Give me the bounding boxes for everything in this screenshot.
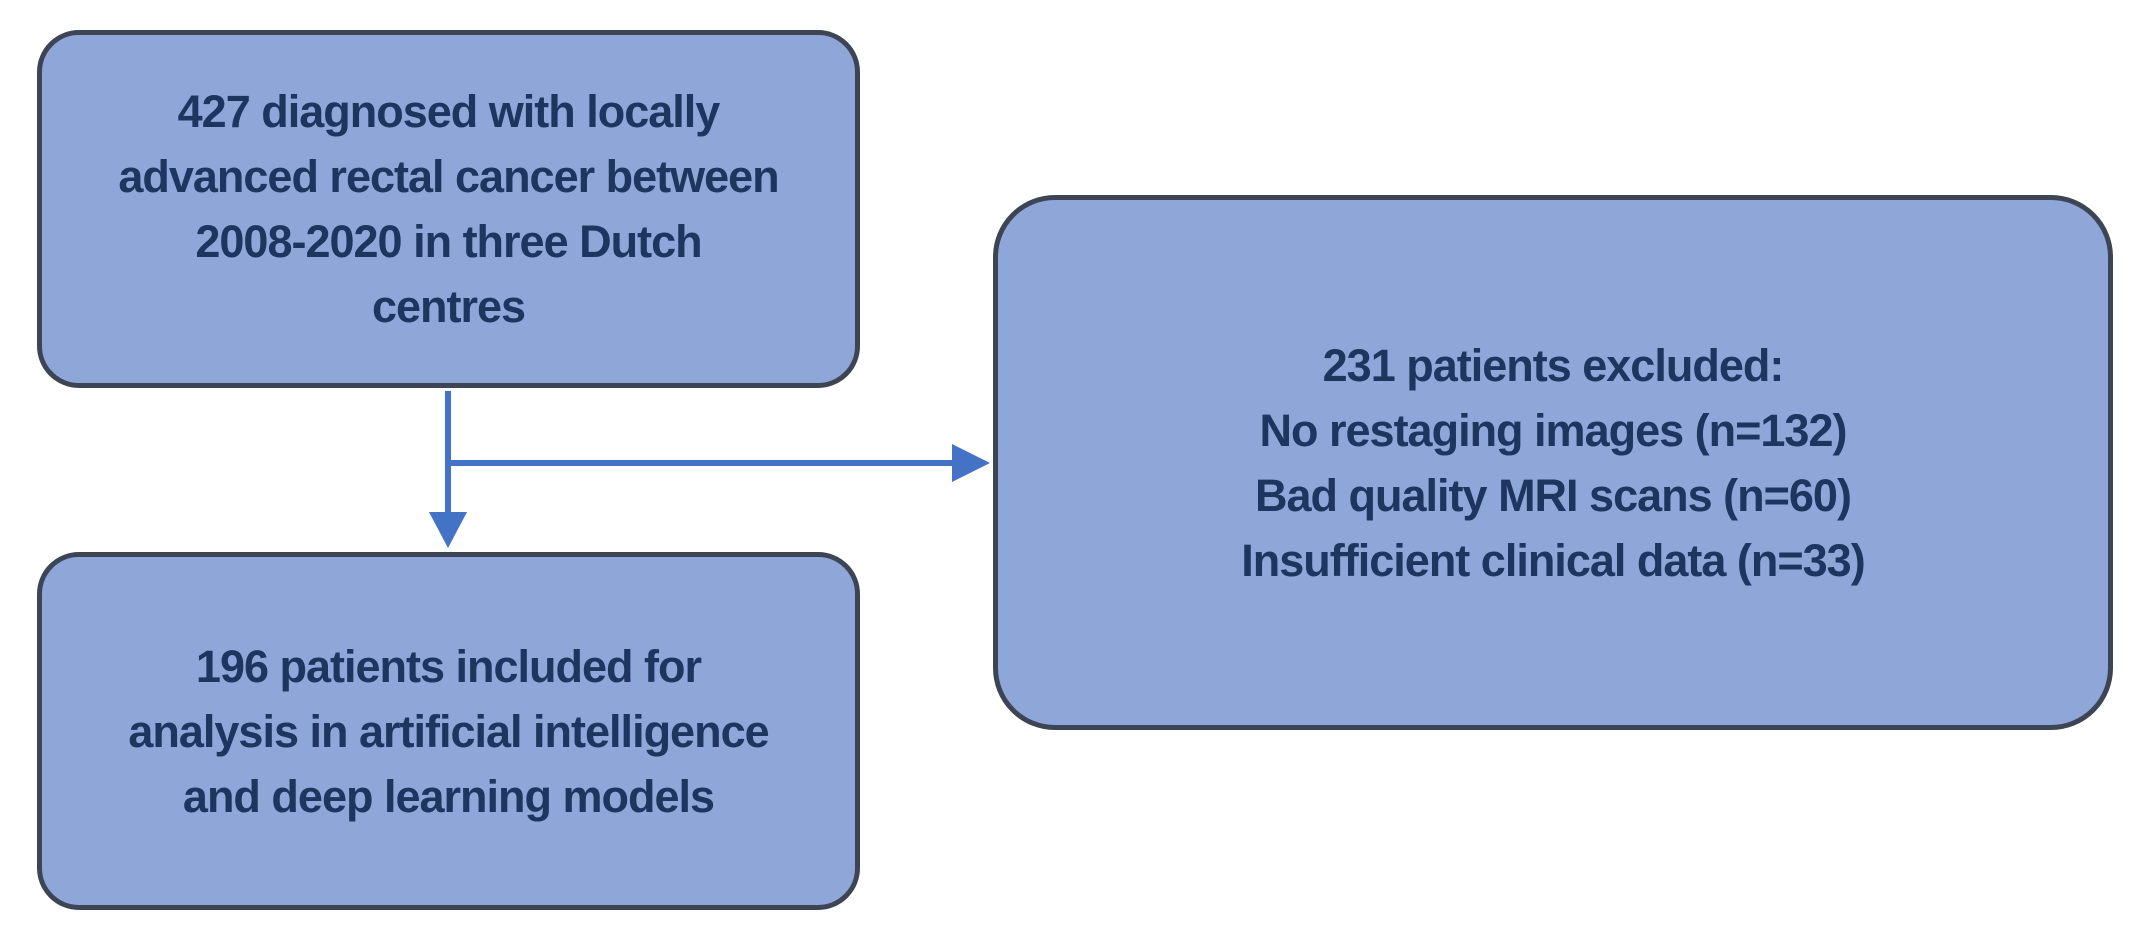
excluded-patients-text: 231 patients excluded: No restaging imag… [1241,339,1865,586]
node-initial-cohort: 427 diagnosed with locally advanced rect… [37,30,860,388]
included-patients-text: 196 patients included for analysis in ar… [128,640,769,822]
initial-cohort-text: 427 diagnosed with locally advanced rect… [118,86,779,332]
arrow-right-to-excluded [448,444,990,482]
node-included-patients: 196 patients included for analysis in ar… [37,552,860,910]
node-excluded-patients: 231 patients excluded: No restaging imag… [993,195,2113,730]
arrow-down-to-included [429,391,467,548]
